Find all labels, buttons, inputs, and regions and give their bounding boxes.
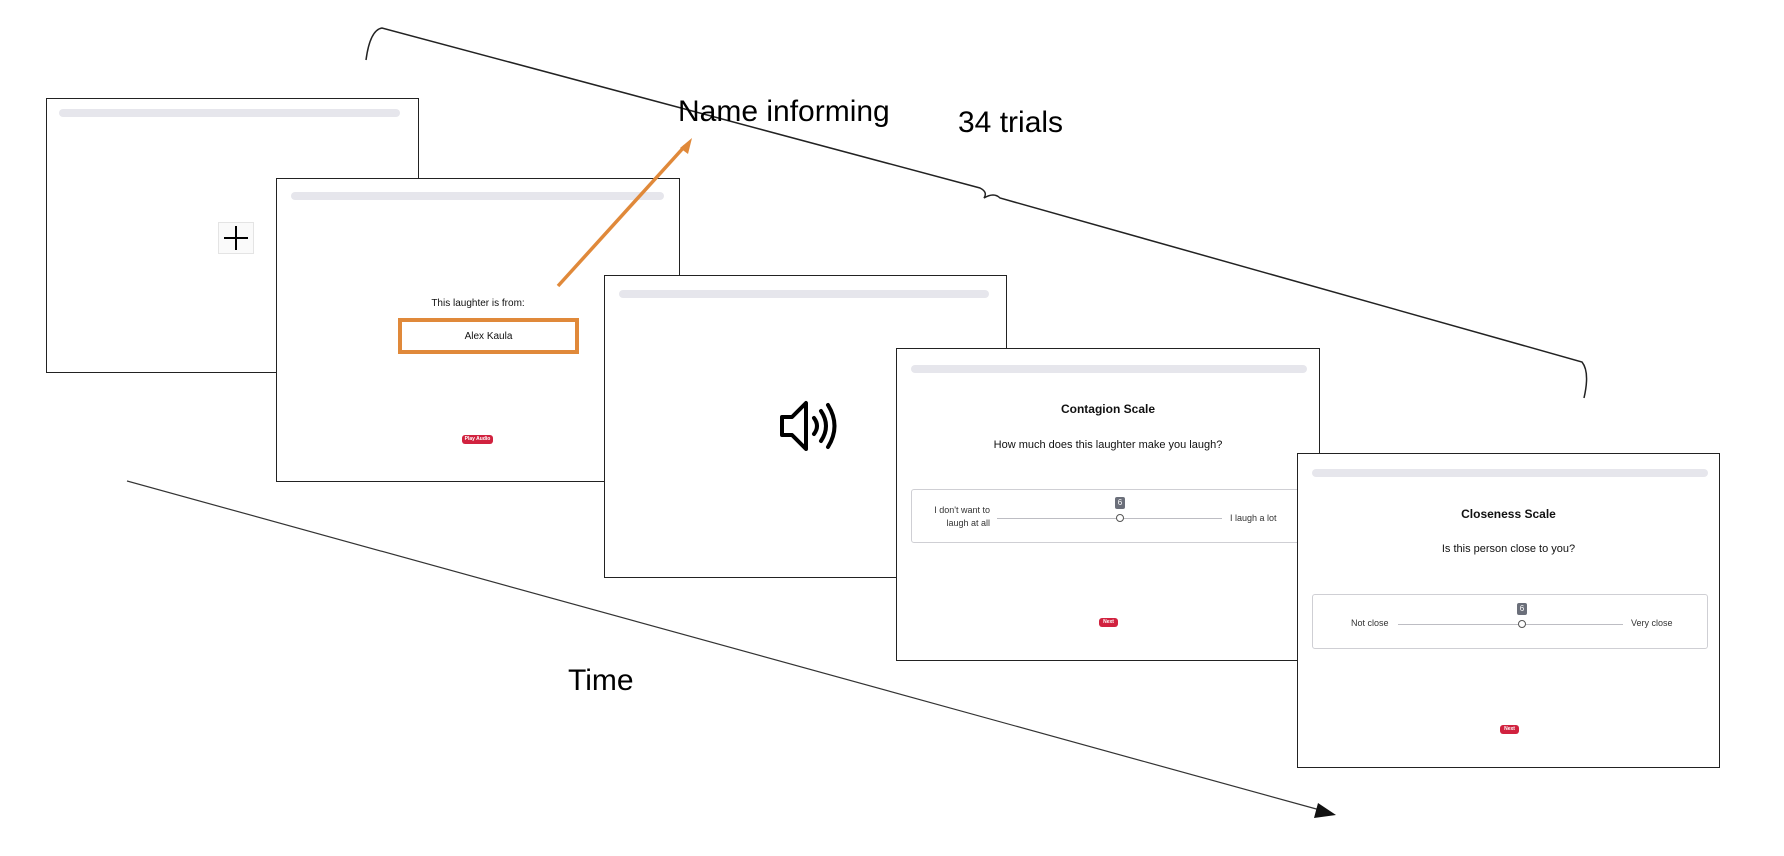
- contagion-left-label-line1: I don't want to: [934, 505, 990, 515]
- progress-bar: [619, 290, 989, 298]
- progress-bar: [59, 109, 400, 117]
- contagion-slider-value: 6: [1115, 497, 1125, 509]
- contagion-question: How much does this laughter make you lau…: [993, 439, 1223, 451]
- contagion-title: Contagion Scale: [1060, 402, 1155, 416]
- trial-brace: [365, 27, 1588, 399]
- closeness-slider-value: 6: [1517, 603, 1527, 615]
- contagion-slider-box: I don't want to laugh at all 6 I laugh a…: [911, 489, 1311, 543]
- progress-bar: [911, 365, 1307, 373]
- progress-bar: [1312, 469, 1708, 477]
- progress-bar: [291, 192, 664, 200]
- speaker-icon: [778, 398, 842, 454]
- contagion-left-label: I don't want to laugh at all: [918, 504, 990, 530]
- name-prompt: This laughter is from:: [431, 298, 525, 309]
- time-label: Time: [568, 664, 634, 697]
- name-informing-arrowhead: [680, 138, 692, 154]
- closeness-title: Closeness Scale: [1461, 507, 1556, 521]
- closeness-next-button[interactable]: Next: [1500, 725, 1519, 734]
- contagion-right-label: I laugh a lot: [1230, 513, 1277, 523]
- closeness-slider-box: Not close 6 Very close: [1312, 594, 1708, 649]
- contagion-screen: Contagion Scale How much does this laugh…: [896, 348, 1320, 661]
- play-audio-button[interactable]: Play Audio: [462, 435, 493, 444]
- name-box: Alex Kaula: [398, 318, 579, 354]
- contagion-slider-handle[interactable]: [1116, 514, 1124, 522]
- closeness-right-label: Very close: [1631, 618, 1673, 628]
- closeness-slider-handle[interactable]: [1518, 620, 1526, 628]
- closeness-left-label: Not close: [1351, 618, 1389, 628]
- closeness-screen: Closeness Scale Is this person close to …: [1297, 453, 1720, 768]
- contagion-slider-track[interactable]: [997, 518, 1222, 519]
- contagion-next-button[interactable]: Next: [1099, 618, 1118, 627]
- trials-label: 34 trials: [958, 106, 1064, 139]
- time-arrow-line: [126, 480, 1321, 811]
- time-arrowhead: [1314, 803, 1336, 818]
- closeness-question: Is this person close to you?: [1441, 543, 1576, 555]
- name-informing-arrow-line: [556, 144, 687, 288]
- contagion-left-label-line2: laugh at all: [946, 518, 990, 528]
- fixation-cross-icon: [218, 222, 254, 254]
- name-informing-label: Name informing: [678, 95, 890, 128]
- closeness-slider-track[interactable]: [1398, 624, 1623, 625]
- speaker-name: Alex Kaula: [464, 331, 513, 342]
